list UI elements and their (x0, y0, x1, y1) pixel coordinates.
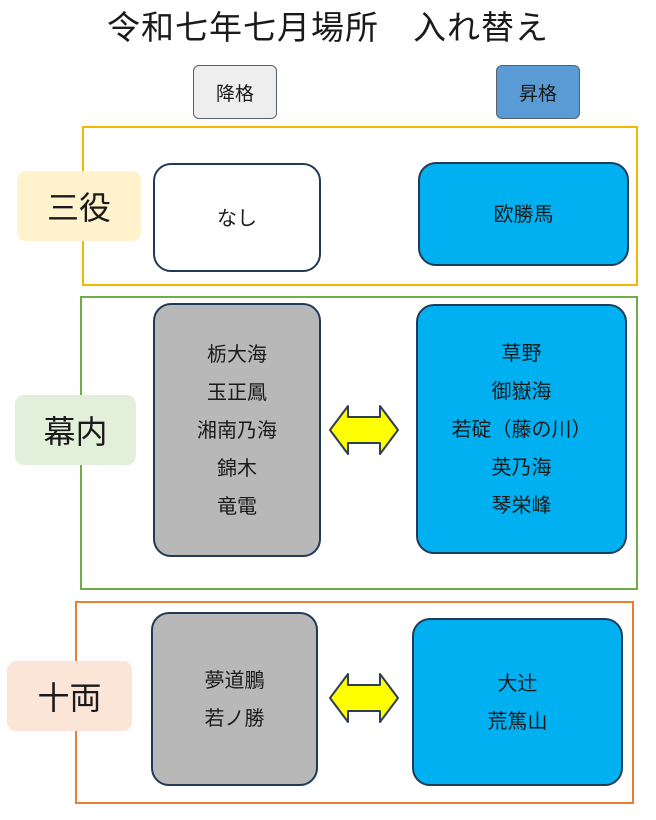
makuuchi-promoted-list: 草野御嶽海若碇（藤の川） 英乃海琴栄峰 (452, 334, 592, 524)
sanyaku-demoted-box: なし (153, 163, 321, 272)
makuuchi-demoted-box: 栃大海玉正鳳湘南乃海錦木竜電 (153, 303, 321, 557)
rikishi-name: 玉正鳳 (207, 380, 267, 404)
rikishi-name: 大辻 (497, 671, 538, 695)
rikishi-name: 竜電 (217, 494, 257, 518)
sanyaku-demoted-list: なし (217, 199, 257, 237)
makuuchi-swap-arrow (329, 405, 399, 455)
rikishi-name: 荒篤山 (487, 709, 548, 733)
demotion-header: 降格 (193, 65, 277, 119)
juryo-demoted-box: 夢道鵬若ノ勝 (151, 612, 318, 786)
sanyaku-rank-label: 三役 (17, 171, 141, 241)
rikishi-name: 琴栄峰 (491, 493, 552, 517)
swap-arrow-shape (329, 405, 399, 455)
rikishi-name: 英乃海 (491, 455, 552, 479)
rikishi-name: 草野 (501, 341, 542, 365)
juryo-promoted-list: 大辻荒篤山 (488, 664, 548, 740)
makuuchi-demoted-list: 栃大海玉正鳳湘南乃海錦木竜電 (197, 335, 277, 525)
rikishi-name: 若ノ勝 (204, 706, 265, 730)
sanyaku-promoted-list: 欧勝馬 (494, 195, 554, 233)
page-title: 令和七年七月場所 入れ替え (107, 8, 549, 47)
rikishi-name: 御嶽海 (491, 379, 552, 403)
juryo-rank-label: 十両 (7, 661, 132, 731)
rikishi-name: なし (217, 205, 257, 230)
rikishi-name: 欧勝馬 (493, 202, 554, 226)
rikishi-name: 錦木 (217, 456, 257, 480)
rikishi-name: 栃大海 (207, 342, 267, 366)
rikishi-name: 夢道鵬 (204, 668, 265, 692)
juryo-promoted-box: 大辻荒篤山 (412, 618, 623, 786)
juryo-demoted-list: 夢道鵬若ノ勝 (205, 661, 265, 737)
rikishi-name: 湘南乃海 (197, 418, 277, 442)
sanyaku-promoted-box: 欧勝馬 (418, 162, 629, 266)
juryo-swap-arrow (329, 673, 399, 723)
makuuchi-promoted-box: 草野御嶽海若碇（藤の川） 英乃海琴栄峰 (416, 304, 627, 554)
swap-arrow-shape (329, 673, 399, 723)
promotion-header: 昇格 (496, 65, 580, 119)
makuuchi-rank-label: 幕内 (15, 395, 136, 465)
rikishi-name: 若碇（藤の川） (451, 417, 592, 441)
